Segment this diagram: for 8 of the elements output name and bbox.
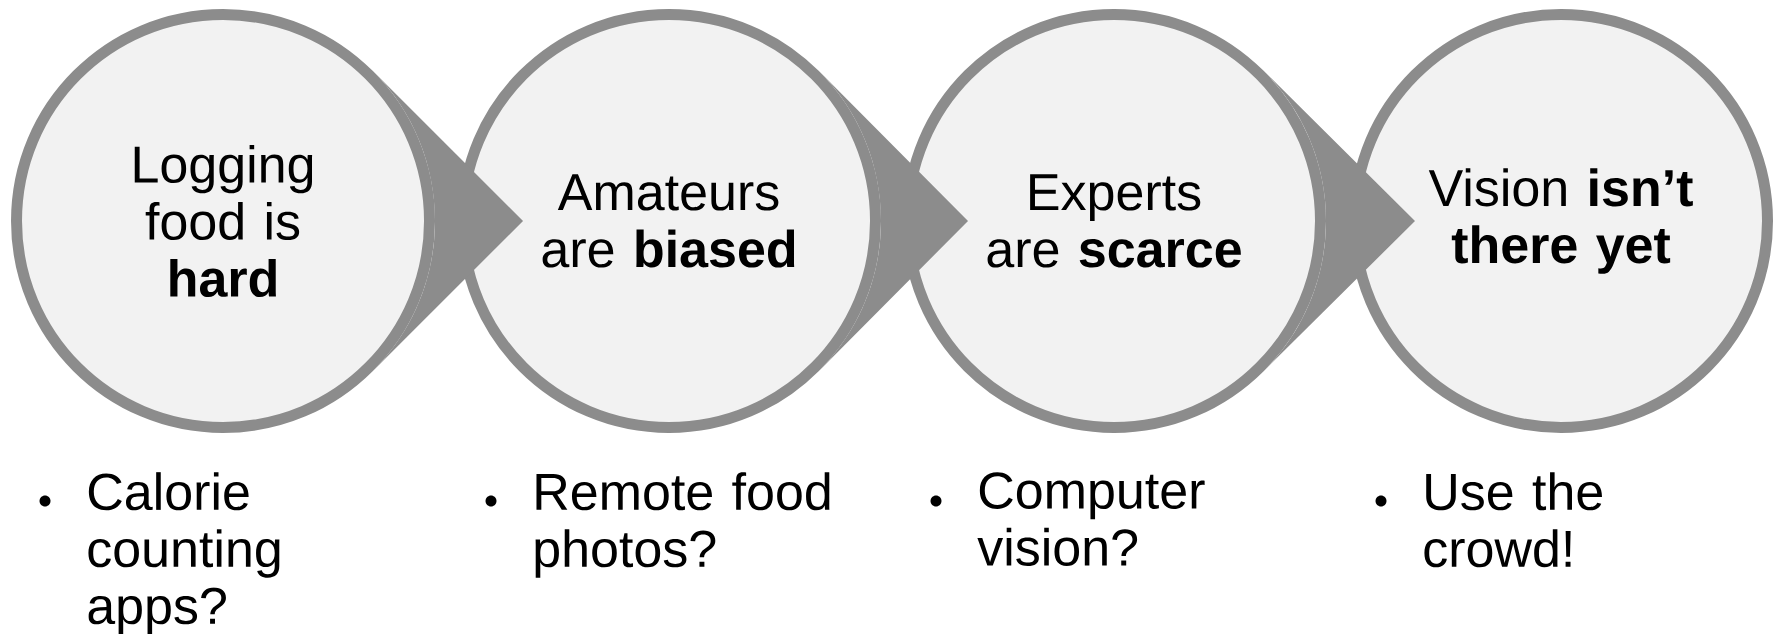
bullet-item: Calorie counting apps? <box>88 472 280 634</box>
circle-node: Logging food is hard <box>11 9 435 433</box>
circle-node: Vision isn’t there yet <box>1349 9 1773 433</box>
bullet-item: Use the crowd! <box>1424 472 1602 568</box>
bullet-item: Computer vision? <box>977 472 1205 566</box>
circle-node: Experts are scarce <box>902 9 1326 433</box>
bullet-item: Remote food photos? <box>535 472 830 578</box>
circle-node: Amateurs are biased <box>457 9 881 433</box>
